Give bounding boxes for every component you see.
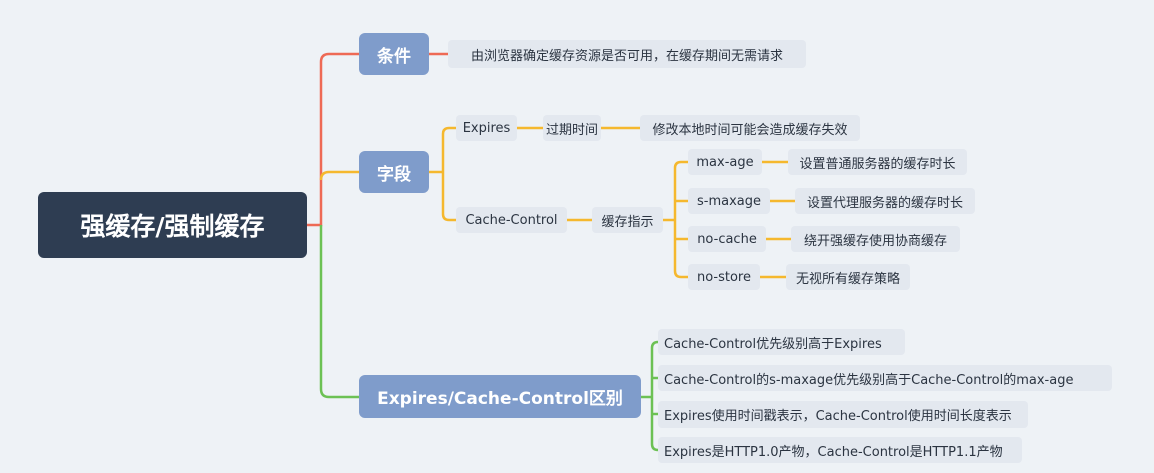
node-directive[interactable]: s-maxage xyxy=(688,188,770,214)
node-fields[interactable]: 字段 xyxy=(359,151,429,193)
connector-fields-children xyxy=(429,126,456,222)
connector-directive-notes xyxy=(760,160,795,279)
node-expires-meaning[interactable]: 过期时间 xyxy=(543,115,601,141)
node-directive[interactable]: no-store xyxy=(688,264,760,290)
connector-root-fields xyxy=(319,170,359,181)
node-condition[interactable]: 条件 xyxy=(359,33,429,75)
node-directive[interactable]: max-age xyxy=(688,149,762,175)
node-directive-note[interactable]: 设置普通服务器的缓存时长 xyxy=(788,149,967,175)
connector-directives xyxy=(673,160,688,279)
node-directive-note[interactable]: 绕开强缓存使用协商缓存 xyxy=(791,226,960,252)
node-difference[interactable]: Expires/Cache-Control区别 xyxy=(359,375,641,418)
connector-root-difference xyxy=(319,225,359,399)
node-cache-control-meaning[interactable]: 缓存指示 xyxy=(592,207,663,233)
root-node[interactable]: 强缓存/强制缓存 xyxy=(38,192,307,258)
node-condition-note[interactable]: 由浏览器确定缓存资源是否可用，在缓存期间无需请求 xyxy=(448,40,806,68)
node-expires[interactable]: Expires xyxy=(456,115,517,141)
connector-root-condition xyxy=(307,52,359,227)
node-difference-item[interactable]: Expires使用时间戳表示，Cache-Control使用时间长度表示 xyxy=(658,401,1028,428)
node-directive-note[interactable]: 无视所有缓存策略 xyxy=(786,264,910,290)
node-directive-note[interactable]: 设置代理服务器的缓存时长 xyxy=(795,188,975,214)
node-expires-note[interactable]: 修改本地时间可能会造成缓存失效 xyxy=(640,115,860,141)
node-cache-control[interactable]: Cache-Control xyxy=(456,207,567,233)
node-difference-item[interactable]: Expires是HTTP1.0产物，Cache-Control是HTTP1.1产… xyxy=(658,437,1022,463)
node-difference-item[interactable]: Cache-Control的s-maxage优先级别高于Cache-Contro… xyxy=(658,365,1112,391)
node-difference-item[interactable]: Cache-Control优先级别高于Expires xyxy=(658,329,905,355)
node-directive[interactable]: no-cache xyxy=(688,226,766,252)
connector-difference-items xyxy=(641,340,659,452)
